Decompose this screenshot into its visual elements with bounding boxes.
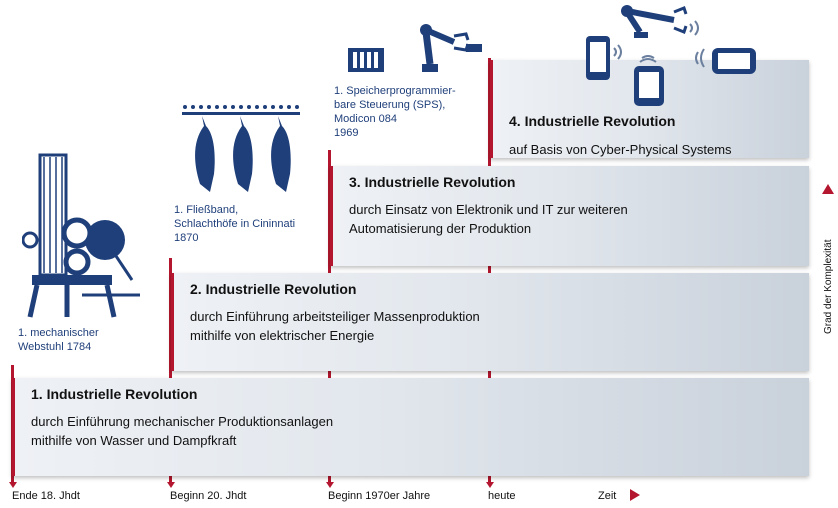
axis-label-today: heute (488, 490, 516, 502)
loom-icon (22, 153, 140, 318)
annotation-loom: 1. mechanischer Webstuhl 1784 (18, 327, 99, 353)
revolution-description: durch Einsatz von Elektronik und IT zur … (349, 202, 628, 236)
axis-label-time: Zeit (598, 490, 617, 502)
plc-robot-icon (348, 24, 482, 72)
revolution-title: 4. Industrielle Revolution (509, 113, 676, 129)
revolution-description: durch Einführung arbeitsteiliger Massenp… (190, 309, 480, 343)
axis-label-end-18th-century: Ende 18. Jhdt (12, 490, 80, 502)
revolution-title: 2. Industrielle Revolution (190, 281, 357, 297)
time-arrow-icon (630, 489, 640, 501)
annotation-assembly-line: 1. Fließband, Schlachthöfe in Cininnati … (174, 204, 296, 244)
complexity-axis-label: Grad der Komplexität (823, 239, 834, 335)
revolution-title: 1. Industrielle Revolution (31, 386, 198, 402)
cyber-physical-icon (586, 5, 756, 106)
assembly-line-icon (182, 105, 300, 192)
revolution-description: durch Einführung mechanischer Produktion… (31, 414, 334, 448)
axis-tick (326, 482, 334, 488)
milestone-line-4 (488, 58, 491, 483)
axis-tick (167, 482, 175, 488)
axis-label-early-20th-century: Beginn 20. Jhdt (170, 490, 247, 502)
revolution-title: 3. Industrielle Revolution (349, 174, 516, 190)
complexity-arrow-icon (822, 184, 834, 194)
revolution-block-3: 3. Industrielle Revolution durch Einsatz… (330, 166, 809, 266)
annotation-plc: 1. Speicherprogrammier- bare Steuerung (… (334, 85, 456, 139)
milestone-line-2 (169, 258, 172, 483)
revolution-block-1: 1. Industrielle Revolution durch Einführ… (12, 378, 809, 476)
axis-label-1970s: Beginn 1970er Jahre (328, 490, 431, 502)
revolution-block-2: 2. Industrielle Revolution durch Einführ… (171, 273, 809, 371)
revolution-description: auf Basis von Cyber-Physical Systems (509, 142, 732, 157)
axis-tick (486, 482, 494, 488)
axis-tick (9, 482, 17, 488)
